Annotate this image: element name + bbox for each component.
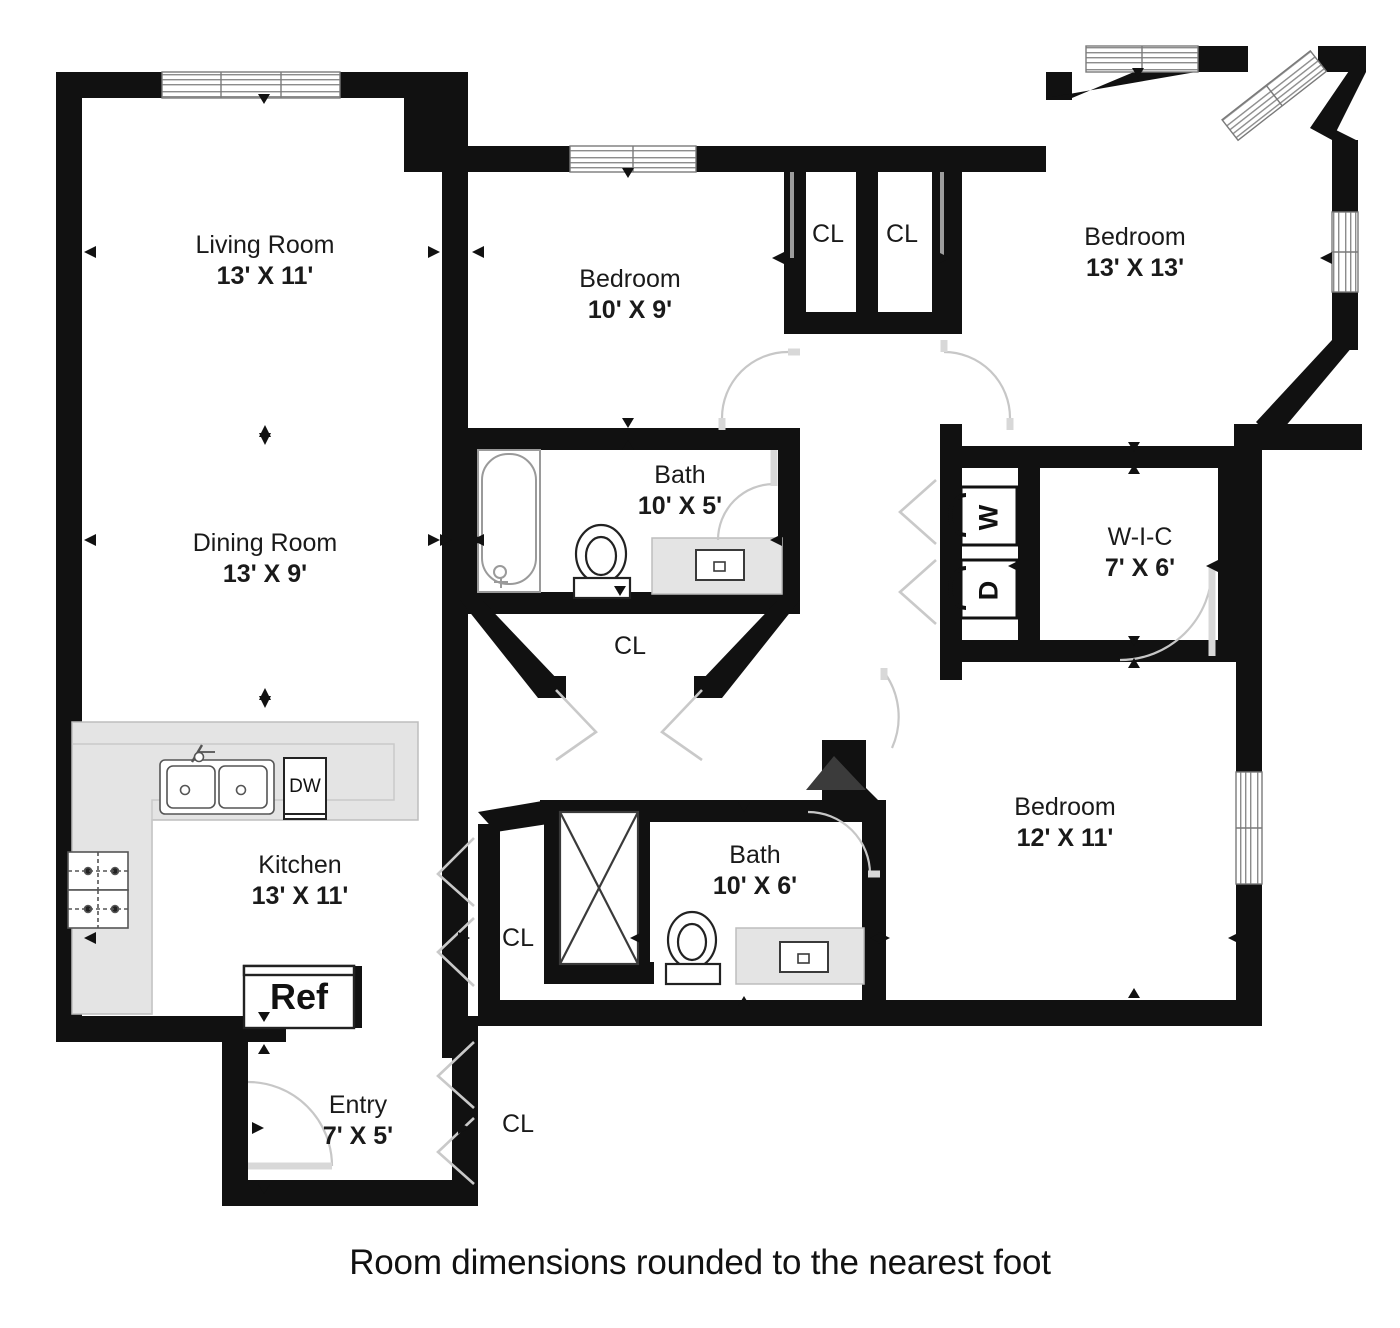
walls-group	[56, 46, 1366, 1206]
shower-stall	[558, 810, 640, 966]
washer-unit	[948, 485, 1019, 547]
toilet-lower	[664, 910, 722, 986]
dishwasher-label: DW	[289, 776, 321, 797]
dimension-markers	[84, 68, 1332, 1194]
vanity-upper	[651, 537, 783, 595]
closet-label-bedroom-small: CL	[812, 220, 844, 248]
windows-group	[161, 45, 1359, 885]
closet-label-hall-bay: CL	[614, 632, 646, 660]
kitchen-counter	[71, 721, 419, 1015]
stove-unit	[67, 851, 129, 929]
kitchen-sink	[159, 744, 275, 815]
closet-label-hall-upper: CL	[502, 924, 534, 952]
washer-label: W	[973, 504, 1004, 531]
vanity-lower	[735, 927, 865, 985]
dryer-unit	[948, 558, 1019, 620]
plan-caption: Room dimensions rounded to the nearest f…	[349, 1243, 1051, 1282]
dishwasher-unit	[283, 757, 327, 820]
closet-label-bedroom-large: CL	[886, 220, 918, 248]
doors-group	[247, 340, 1216, 1170]
bathtub-upper	[477, 449, 541, 593]
refrigerator-label: Ref	[269, 976, 328, 1017]
closet-label-hall-lower: CL	[502, 1110, 534, 1138]
dryer-label: D	[973, 580, 1004, 601]
toilet-upper	[572, 523, 632, 600]
closet-doors-group	[436, 172, 944, 1185]
